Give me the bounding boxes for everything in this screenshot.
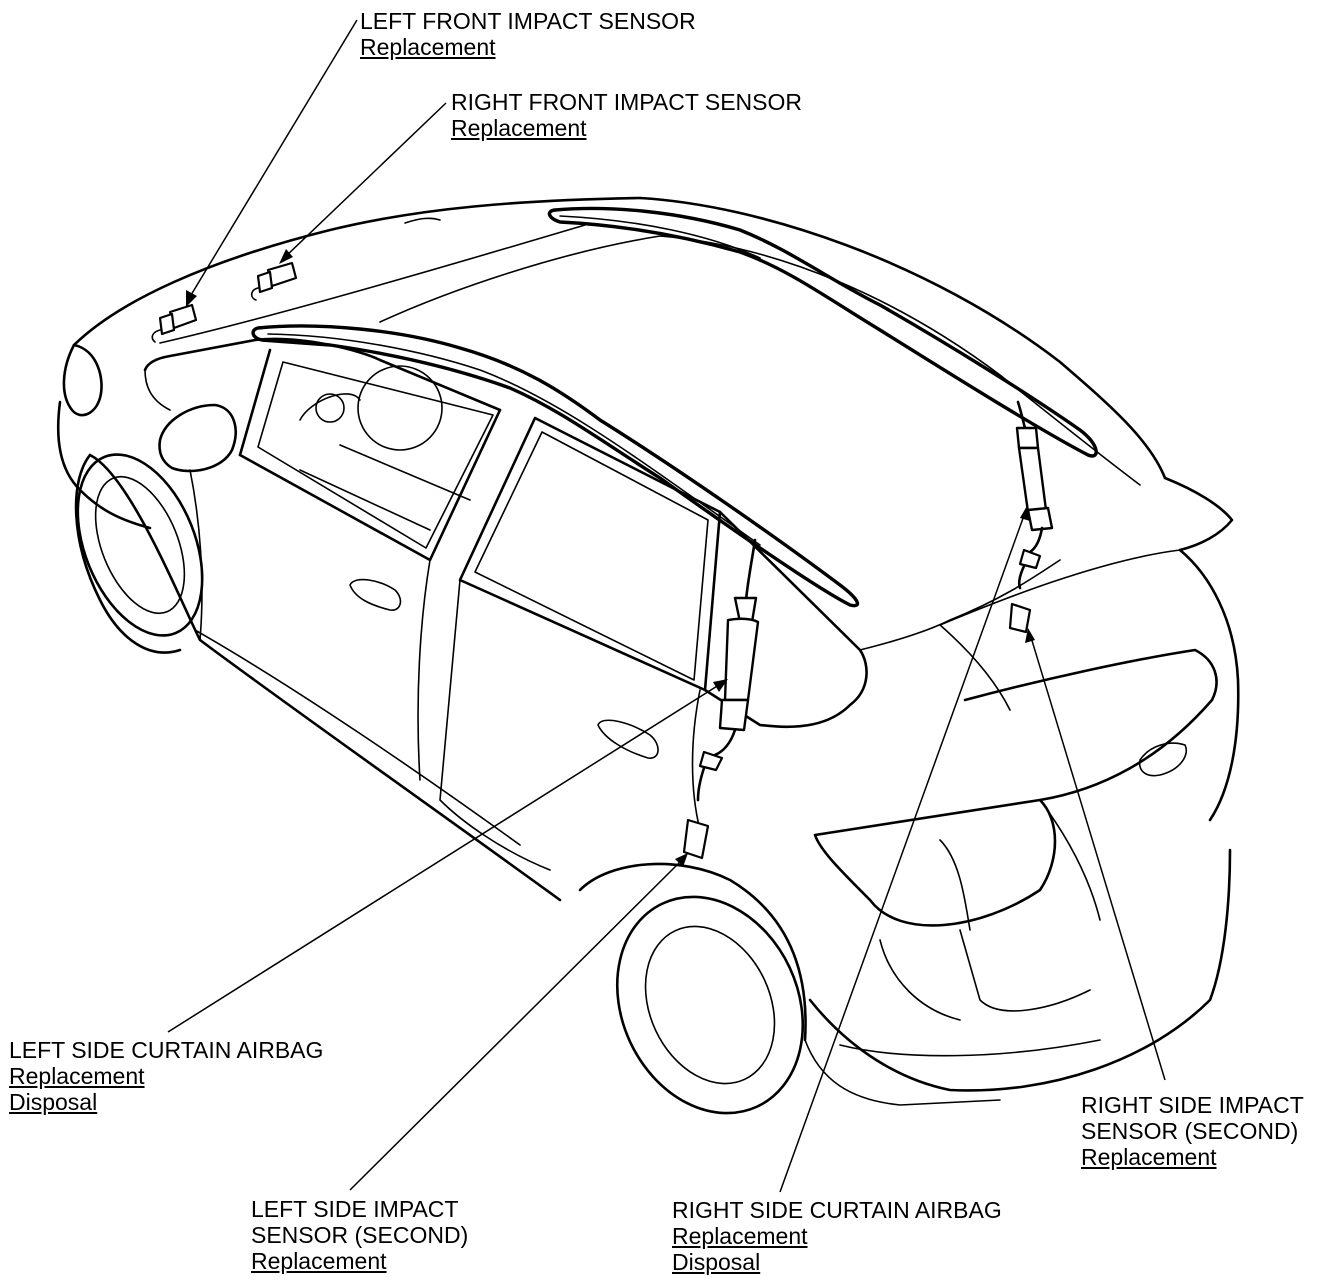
car-body-outline [56,196,1240,1115]
callout-right-front-impact-sensor: RIGHT FRONT IMPACT SENSOR Replacement [451,89,802,141]
callout-left-side-impact-sensor: LEFT SIDE IMPACT SENSOR (SECOND) Replace… [251,1196,468,1274]
callout-title-line-1: RIGHT SIDE IMPACT [1081,1092,1304,1118]
right-front-impact-sensor-shape [250,261,298,301]
callout-title-line-2: SENSOR (SECOND) [251,1222,469,1248]
callout-title-line-1: LEFT SIDE IMPACT [251,1196,459,1222]
callout-title: LEFT FRONT IMPACT SENSOR [360,8,696,34]
callout-title: RIGHT SIDE CURTAIN AIRBAG [672,1197,1002,1223]
leader-lines [167,19,1166,1193]
replacement-link[interactable]: Replacement [360,34,496,60]
right-side-curtain-airbag-shape [547,206,1098,634]
callout-title: RIGHT FRONT IMPACT SENSOR [451,89,802,115]
replacement-link[interactable]: Replacement [672,1223,808,1249]
callout-left-side-curtain-airbag: LEFT SIDE CURTAIN AIRBAG Replacement Dis… [9,1037,323,1115]
left-side-curtain-airbag-shape [251,324,860,860]
callout-left-front-impact-sensor: LEFT FRONT IMPACT SENSOR Replacement [360,8,696,60]
left-front-impact-sensor-shape [151,303,198,343]
replacement-link[interactable]: Replacement [251,1248,387,1274]
callout-title-line-2: SENSOR (SECOND) [1081,1118,1299,1144]
replacement-link[interactable]: Replacement [9,1063,145,1089]
callout-title: LEFT SIDE CURTAIN AIRBAG [9,1037,324,1063]
disposal-link[interactable]: Disposal [9,1089,98,1115]
callout-right-side-impact-sensor: RIGHT SIDE IMPACT SENSOR (SECOND) Replac… [1081,1092,1304,1170]
disposal-link[interactable]: Disposal [672,1249,761,1275]
callout-right-side-curtain-airbag: RIGHT SIDE CURTAIN AIRBAG Replacement Di… [672,1197,1002,1275]
replacement-link[interactable]: Replacement [451,115,587,141]
replacement-link[interactable]: Replacement [1081,1144,1217,1170]
